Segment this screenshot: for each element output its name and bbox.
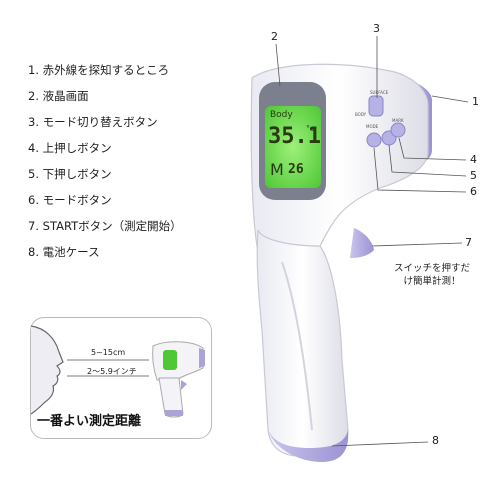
battery-cover bbox=[268, 430, 349, 462]
easy-measure-note: スイッチを押すだ け簡単計測！ bbox=[392, 262, 472, 288]
legend-text: 赤外線を探知するところ bbox=[42, 63, 170, 77]
legend-number: 2. bbox=[28, 89, 39, 103]
distance-inch-label: 2～5.9インチ bbox=[87, 367, 137, 376]
callout-6: 6 bbox=[470, 185, 477, 198]
note-line-2: け簡単計測！ bbox=[403, 276, 461, 287]
legend-item-4: 4. 上押しボタン bbox=[28, 140, 182, 166]
callout-8: 8 bbox=[432, 434, 439, 447]
legend-text: 下押しボタン bbox=[42, 167, 112, 181]
legend-item-5: 5. 下押しボタン bbox=[28, 166, 182, 192]
distance-panel: 5~15cm 2～5.9インチ 一番よい測定距離 bbox=[30, 317, 212, 439]
legend-text: 上押しボタン bbox=[42, 141, 112, 155]
lcd-reading: 35.1 bbox=[268, 124, 321, 149]
mini-thermometer-nose bbox=[199, 348, 205, 368]
mini-thermometer-cover bbox=[165, 410, 183, 416]
callout-3: 3 bbox=[373, 22, 380, 35]
legend-item-1: 1. 赤外線を探知するところ bbox=[28, 62, 182, 88]
note-line-1: スイッチを押すだ bbox=[393, 263, 470, 274]
callout-2: 2 bbox=[271, 30, 278, 43]
mode-switch bbox=[368, 95, 384, 117]
lcd-memory-label: M bbox=[270, 160, 284, 179]
leader-lines bbox=[275, 36, 469, 447]
mini-thermometer-head bbox=[152, 341, 204, 381]
lcd-mode-label: Body bbox=[270, 110, 293, 120]
mini-thermometer-screen bbox=[163, 350, 177, 370]
callout-4: 4 bbox=[470, 153, 477, 166]
switch-label-top: SURFACE bbox=[370, 90, 389, 95]
legend-item-3: 3. モード切り替えボタン bbox=[28, 114, 182, 140]
mark-button-label: MARK bbox=[392, 118, 404, 123]
device-handle bbox=[256, 229, 349, 457]
callout-5: 5 bbox=[470, 169, 477, 182]
distance-cm-label: 5~15cm bbox=[91, 348, 126, 357]
mini-thermometer-trigger bbox=[181, 380, 187, 390]
legend-number: 5. bbox=[28, 167, 39, 181]
mode-button-circle bbox=[366, 132, 382, 148]
legend-text: 電池ケース bbox=[42, 245, 100, 259]
callout-1: 1 bbox=[472, 95, 479, 108]
legend-number: 4. bbox=[28, 141, 39, 155]
lcd-screen bbox=[265, 106, 321, 188]
legend-text: STARTボタン（測定開始） bbox=[42, 219, 182, 233]
legend-text: モードボタン bbox=[42, 193, 112, 207]
legend-number: 6. bbox=[28, 193, 39, 207]
legend-number: 1. bbox=[28, 63, 39, 77]
switch-label-left: BODY bbox=[355, 112, 367, 117]
legend-item-2: 2. 液晶画面 bbox=[28, 88, 182, 114]
lcd-memory-value: 26 bbox=[288, 162, 304, 177]
start-trigger bbox=[350, 228, 374, 258]
legend-number: 7. bbox=[28, 219, 39, 233]
legend-item-8: 8. 電池ケース bbox=[28, 244, 182, 270]
legend-number: 3. bbox=[28, 115, 39, 129]
distance-diagram bbox=[31, 325, 205, 418]
legend-text: モード切り替えボタン bbox=[42, 115, 158, 129]
callout-7: 7 bbox=[465, 236, 472, 249]
mode-button-label: MODE bbox=[366, 124, 379, 129]
legend-number: 8. bbox=[28, 245, 39, 259]
face-profile bbox=[31, 325, 64, 415]
distance-caption: 一番よい測定距離 bbox=[37, 414, 142, 429]
legend-text: 液晶画面 bbox=[42, 89, 89, 103]
legend-item-6: 6. モードボタン bbox=[28, 192, 182, 218]
legend-list: 1. 赤外線を探知するところ 2. 液晶画面 3. モード切り替えボタン 4. … bbox=[28, 62, 182, 270]
lcd-unit: °c bbox=[306, 124, 315, 133]
down-button-circle bbox=[390, 122, 406, 138]
legend-item-7: 7. STARTボタン（測定開始） bbox=[28, 218, 182, 244]
grip-groove bbox=[281, 261, 313, 431]
